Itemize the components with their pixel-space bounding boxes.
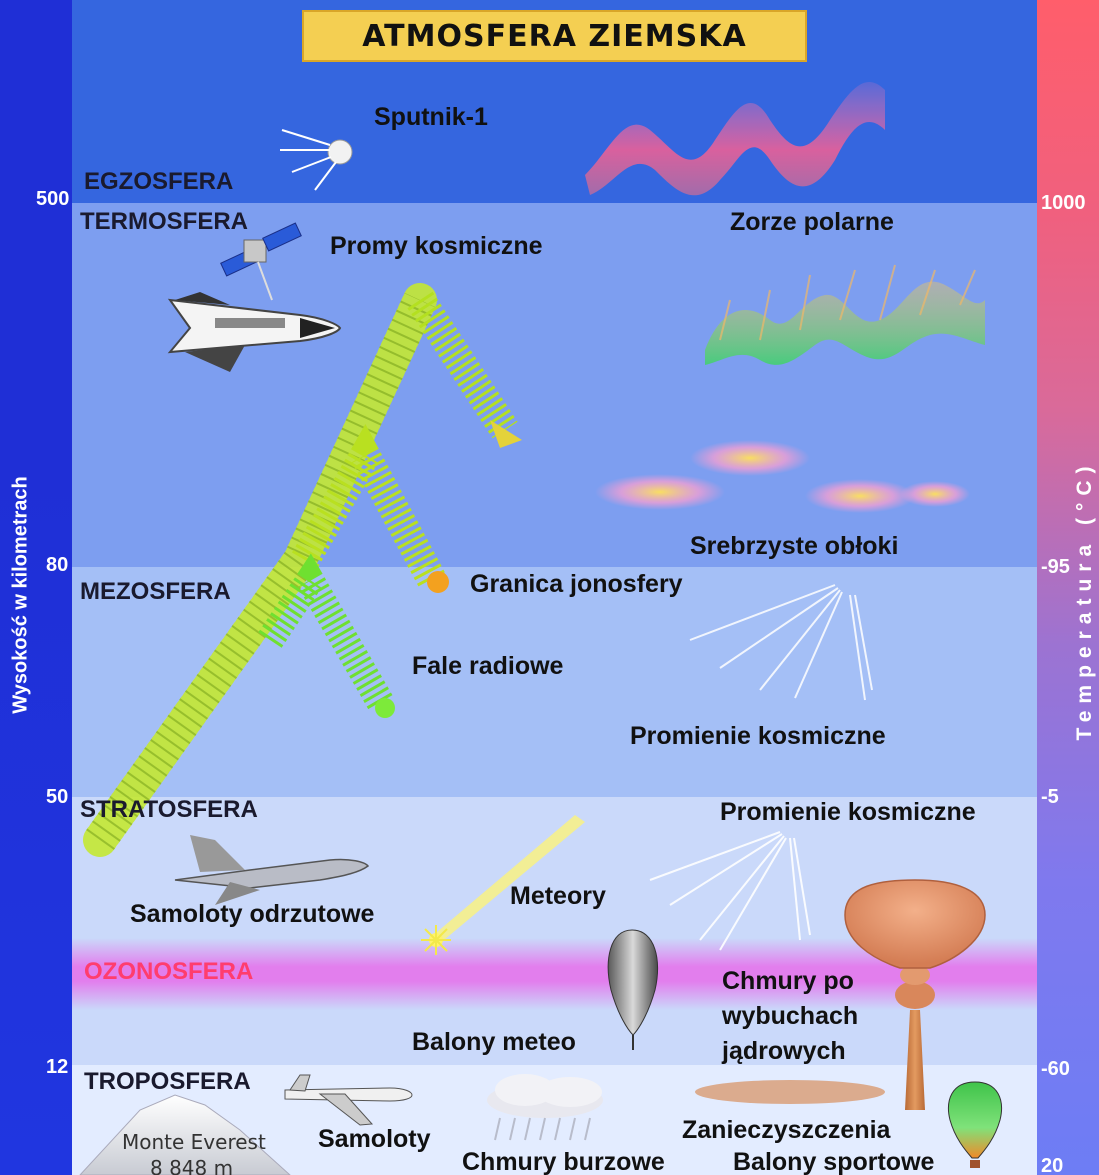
label-cosmic-rays-meso: Promienie kosmiczne bbox=[630, 722, 886, 751]
space-shuttle-icon bbox=[170, 292, 340, 372]
label-everest-height: 8 848 m bbox=[150, 1156, 233, 1175]
altitude-tick-12: 12 bbox=[46, 1056, 68, 1079]
temperature-tick-minus95: -95 bbox=[1041, 556, 1070, 579]
layer-mesosphere: MEZOSFERA bbox=[80, 578, 231, 606]
label-jets: Samoloty odrzutowe bbox=[130, 900, 374, 929]
label-sputnik: Sputnik-1 bbox=[374, 103, 488, 132]
title-box: ATMOSFERA ZIEMSKA bbox=[302, 10, 807, 62]
page-title: ATMOSFERA ZIEMSKA bbox=[362, 19, 746, 54]
noctilucent-clouds-icon bbox=[595, 440, 970, 513]
label-nuclear-clouds-3: jądrowych bbox=[722, 1037, 846, 1066]
altitude-tick-80: 80 bbox=[46, 554, 68, 577]
layer-stratosphere: STRATOSFERA bbox=[80, 796, 258, 824]
pollution-haze-icon bbox=[695, 1080, 885, 1104]
label-nuclear-clouds-2: wybuchach bbox=[722, 1002, 858, 1031]
temperature-tick-20: 20 bbox=[1041, 1155, 1063, 1175]
label-everest-name: Monte Everest bbox=[122, 1130, 266, 1154]
altitude-axis-text: Wysokość w kilometrach bbox=[10, 476, 33, 714]
temperature-tick-minus60: -60 bbox=[1041, 1058, 1070, 1081]
label-cosmic-rays-strato: Promienie kosmiczne bbox=[720, 798, 976, 827]
storm-cloud-icon bbox=[487, 1074, 603, 1140]
green-aurora-icon bbox=[705, 282, 985, 365]
label-auroras: Zorze polarne bbox=[730, 208, 894, 237]
label-weather-balloons: Balony meteo bbox=[412, 1028, 576, 1057]
layer-troposphere: TROPOSFERA bbox=[84, 1068, 251, 1096]
label-nuclear-clouds-1: Chmury po bbox=[722, 967, 854, 996]
label-storm-clouds: Chmury burzowe bbox=[462, 1148, 665, 1175]
label-radio-waves: Fale radiowe bbox=[412, 652, 563, 681]
temperature-axis-text: Temperatura (°C) bbox=[1073, 459, 1097, 740]
temperature-tick-1000: 1000 bbox=[1041, 192, 1086, 215]
label-pollution: Zanieczyszczenia bbox=[682, 1116, 890, 1145]
hot-air-balloon-icon bbox=[948, 1082, 1001, 1168]
cosmic-ray-streaks-meso-icon bbox=[690, 585, 872, 700]
temperature-axis-label: Temperatura (°C) bbox=[1070, 420, 1099, 780]
altitude-tick-50: 50 bbox=[46, 786, 68, 809]
label-noctilucent-clouds: Srebrzyste obłoki bbox=[690, 532, 898, 561]
radio-wave-icon bbox=[270, 580, 395, 718]
layer-ozonosphere: OZONOSFERA bbox=[84, 958, 253, 986]
temperature-tick-minus5: -5 bbox=[1041, 786, 1059, 809]
weather-balloon-icon bbox=[608, 930, 657, 1050]
layer-thermosphere: TERMOSFERA bbox=[80, 208, 248, 236]
pink-aurora-icon bbox=[585, 82, 885, 195]
cosmic-ray-streaks-strato-icon bbox=[650, 832, 810, 950]
label-cosmic-rays-top: Promy kosmiczne bbox=[330, 232, 543, 261]
label-ionosphere-border: Granica jonosfery bbox=[470, 570, 683, 599]
label-meteors: Meteory bbox=[510, 882, 606, 911]
fighter-jet-icon bbox=[175, 835, 368, 905]
airliner-icon bbox=[285, 1075, 412, 1125]
nuclear-cloud-icon bbox=[845, 880, 985, 1110]
altitude-axis-label: Wysokość w kilometrach bbox=[6, 450, 36, 740]
altitude-tick-500: 500 bbox=[36, 188, 69, 211]
layer-exosphere: EGZOSFERA bbox=[84, 168, 233, 196]
label-sport-balloons: Balony sportowe bbox=[733, 1148, 934, 1175]
label-planes: Samoloty bbox=[318, 1125, 431, 1154]
sputnik-icon bbox=[280, 130, 352, 190]
